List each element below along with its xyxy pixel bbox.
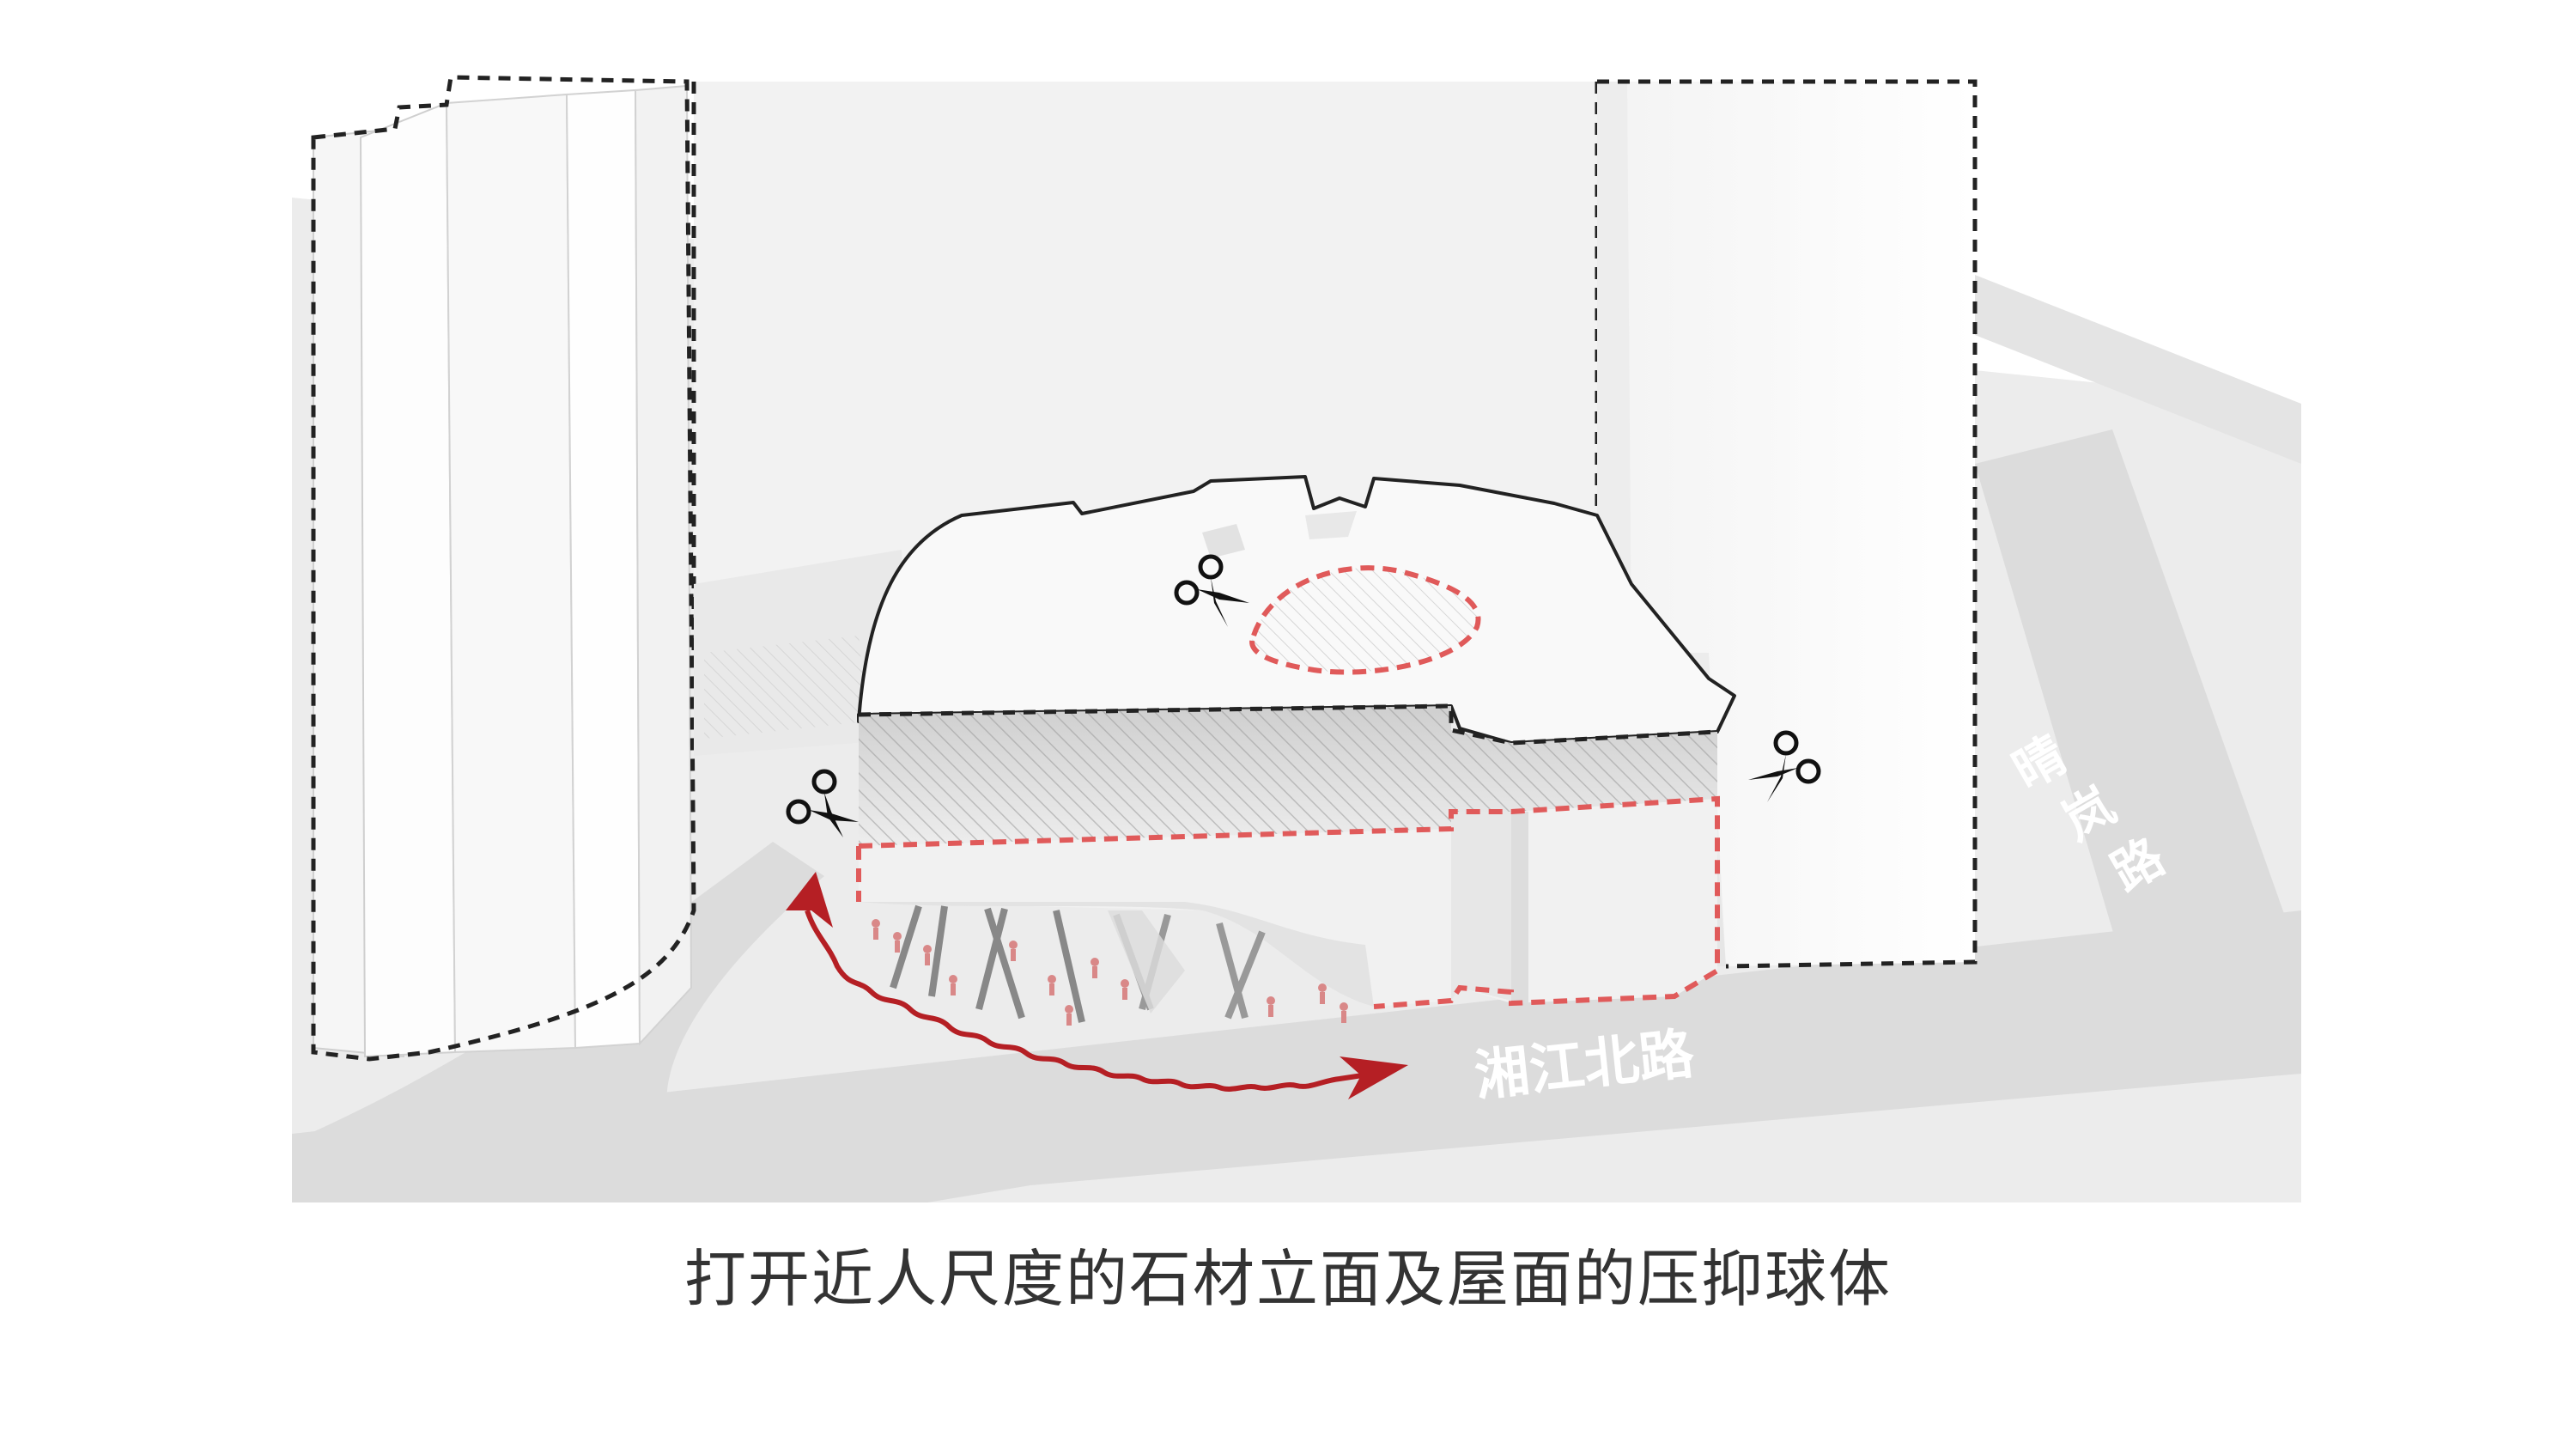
scissors-icon — [1174, 554, 1249, 627]
arrow-head-up — [786, 872, 833, 928]
podium-lower-facade — [856, 795, 1720, 1009]
roads — [292, 275, 2301, 1202]
arrow-head-right — [1340, 1056, 1408, 1099]
diagram-caption: 打开近人尺度的石材立面及屋面的压抑球体 — [683, 1243, 1892, 1315]
flow-arrow — [786, 872, 1408, 1099]
podium-upper-facade — [858, 703, 1718, 846]
scissors-icon — [786, 769, 859, 837]
scissors-icon — [1748, 730, 1821, 802]
back-podium — [694, 550, 910, 756]
left-tower — [311, 75, 696, 1062]
people — [872, 919, 1348, 1026]
podium-roof — [857, 475, 1736, 745]
pilotis — [859, 902, 1374, 1023]
